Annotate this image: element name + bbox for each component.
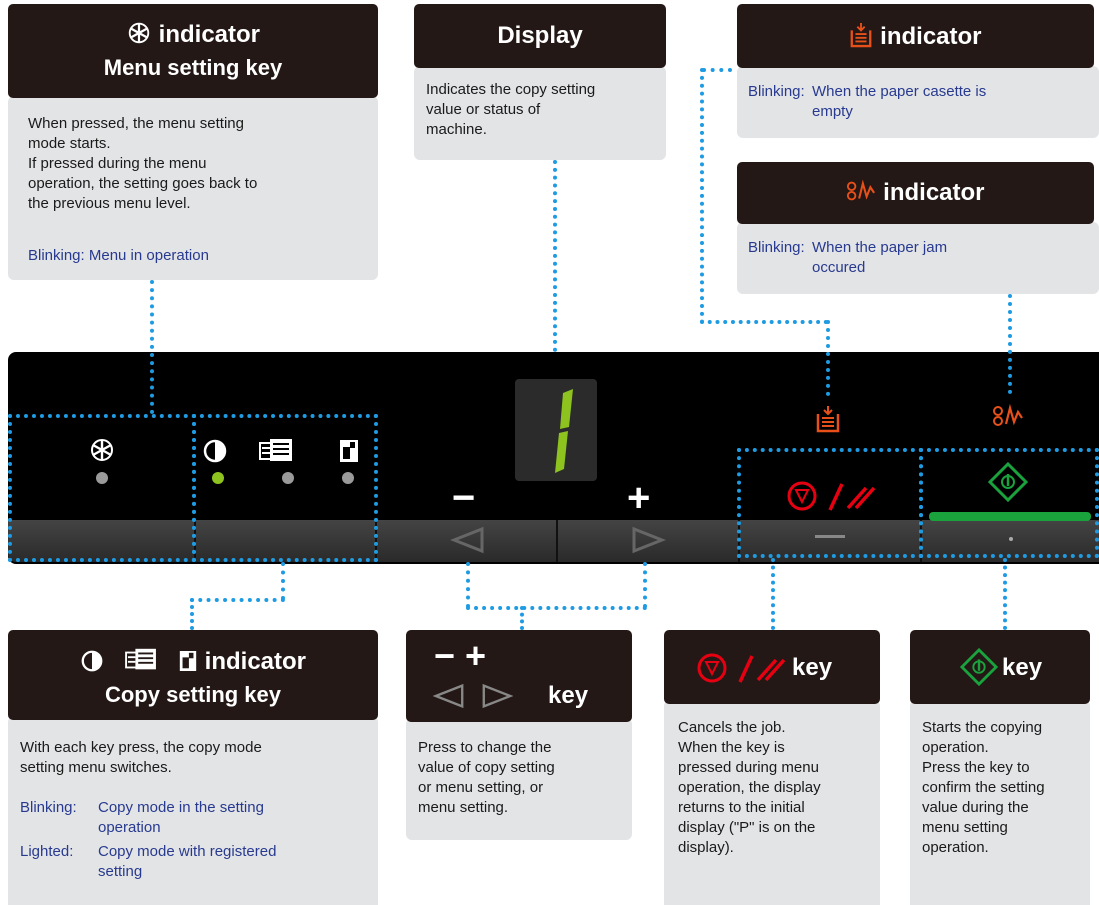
menu-key-highlight (8, 414, 196, 562)
copy-connector (190, 598, 194, 630)
casette-blinking-label: Blinking: (748, 83, 805, 100)
casette-callout (737, 66, 1099, 138)
display-header-text: Display (497, 22, 583, 49)
plusminus-callout (406, 718, 632, 840)
contrast-icon (81, 650, 103, 672)
casette-connector (700, 68, 704, 324)
casette-header: indicator (737, 4, 1094, 68)
stop-key-mark (815, 535, 845, 538)
display-body: Indicates the copy setting value or stat… (426, 81, 596, 138)
start-header: key (910, 630, 1090, 704)
menu-header-line1: indicator (158, 21, 260, 48)
jam-blinking-label: Blinking: (748, 239, 805, 256)
paper-casette-icon (816, 406, 840, 433)
stop-reset-icon (697, 653, 786, 683)
start-header-text: key (1002, 654, 1043, 681)
copy-lighted-label: Lighted: (20, 843, 74, 860)
id-card-icon[interactable] (338, 438, 360, 464)
copy-callout (8, 716, 378, 905)
menu-body: When pressed, the menu setting mode star… (28, 115, 258, 212)
stop-key-highlight (737, 448, 923, 558)
plusminus-header: − + key (406, 630, 632, 722)
segment-digit (555, 389, 573, 473)
copy-header: indicator Copy setting key (8, 630, 378, 720)
key-divider (556, 520, 558, 562)
copy-connector (190, 598, 285, 602)
jam-connector (1008, 294, 1012, 394)
plusminus-header-signs: − + (434, 638, 486, 674)
menu-blinking: Blinking: Menu in operation (28, 247, 209, 264)
casette-connector (826, 320, 830, 396)
id-card-icon (179, 651, 197, 671)
casette-header-text: indicator (880, 23, 982, 50)
copy-mode-led (282, 472, 294, 484)
plusminus-connector (466, 606, 647, 610)
display-callout (414, 66, 666, 160)
copy-header-line2: Copy setting key (104, 682, 282, 707)
casette-blinking-text: When the paper casette is empty (812, 83, 987, 120)
jam-callout (737, 222, 1099, 294)
menu-connector (150, 280, 154, 414)
copy-key-highlight (192, 414, 378, 562)
plus-sign: + (627, 476, 651, 520)
id-card-led (342, 472, 354, 484)
menu-header-line2: Menu setting key (103, 55, 283, 80)
jam-header-text: indicator (883, 179, 985, 206)
copy-connector (281, 562, 285, 600)
plusminus-connector (466, 562, 470, 608)
right-triangle-icon[interactable] (630, 526, 666, 554)
menu-led (96, 472, 108, 484)
jam-header: indicator (737, 162, 1094, 224)
menu-header: indicator Menu setting key (8, 4, 378, 98)
casette-connector (700, 320, 828, 324)
start-icon[interactable] (988, 462, 1028, 502)
paper-casette-icon (851, 23, 872, 48)
right-triangle-icon (482, 683, 514, 709)
left-triangle-icon[interactable] (450, 526, 486, 554)
stop-header: key (664, 630, 880, 704)
display-connector (553, 160, 557, 352)
jam-blinking-text: When the paper jam occured (812, 239, 948, 276)
minus-sign: − (434, 635, 456, 676)
plusminus-connector (520, 606, 524, 630)
plusminus-header-text: key (548, 682, 589, 709)
casette-connector (702, 68, 732, 72)
copy-mode-icon[interactable] (258, 436, 294, 466)
menu-setting-icon (128, 22, 150, 44)
stop-reset-icon[interactable] (786, 478, 876, 514)
start-key-bar (929, 512, 1091, 521)
contrast-icon[interactable] (202, 438, 228, 464)
paper-jam-icon (847, 179, 876, 201)
start-callout (910, 700, 1090, 905)
copy-lighted-text: Copy mode with registered setting (98, 843, 277, 880)
menu-callout (8, 96, 378, 280)
plusminus-connector (643, 562, 647, 608)
stop-body: Cancels the job. When the key is pressed… (678, 719, 821, 856)
stop-header-text: key (792, 654, 833, 681)
copy-mode-icon (125, 648, 156, 670)
plusminus-body: Press to change the value of copy settin… (418, 739, 555, 816)
segment-display (515, 379, 597, 481)
copy-blinking-text: Copy mode in the setting operation (98, 799, 264, 836)
start-connector (1003, 558, 1007, 630)
left-triangle-icon (432, 683, 464, 709)
stop-callout (664, 700, 880, 905)
copy-blinking-label: Blinking: (20, 799, 77, 816)
start-key-highlight (919, 448, 1099, 558)
plus-sign: + (465, 635, 487, 676)
start-key-mark (1009, 537, 1013, 541)
paper-jam-icon (993, 404, 1023, 426)
copy-body: With each key press, the copy mode setti… (20, 739, 262, 776)
start-icon (960, 648, 998, 686)
display-header: Display (414, 4, 666, 68)
minus-sign: − (452, 476, 476, 520)
menu-setting-icon[interactable] (88, 436, 116, 464)
contrast-led (212, 472, 224, 484)
start-body: Starts the copying operation. Press the … (922, 719, 1045, 856)
copy-header-line1: indicator (204, 648, 307, 675)
stop-connector (771, 558, 775, 630)
